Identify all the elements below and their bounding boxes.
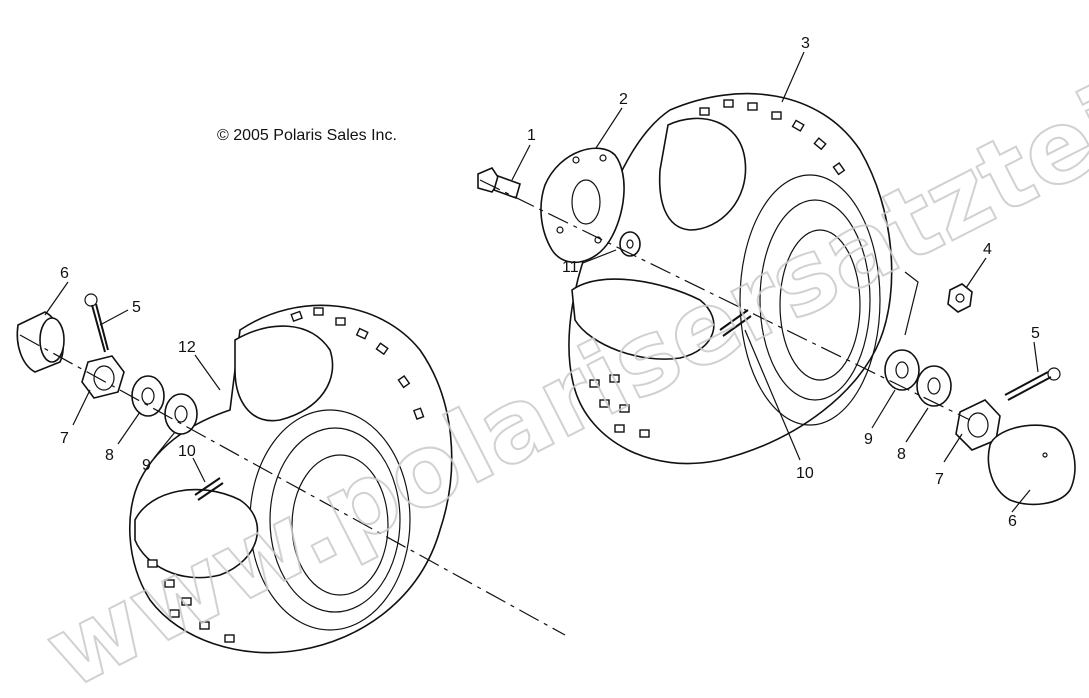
callout-left-8: 8 — [105, 447, 114, 464]
callout-right-7: 7 — [935, 471, 944, 488]
right-hub-flange — [540, 147, 625, 264]
callout-left-9: 9 — [142, 457, 151, 474]
copyright-notice: © 2005 Polaris Sales Inc. — [217, 127, 397, 144]
right-hub-cap — [987, 424, 1076, 506]
callout-leaders — [44, 51, 1039, 513]
right-tire — [568, 92, 893, 465]
callout-right-6: 6 — [1008, 513, 1017, 530]
callout-left-10: 10 — [178, 443, 196, 460]
callout-right-5: 5 — [1031, 325, 1040, 342]
right-cotter-pin — [1004, 367, 1061, 401]
left-washer-9 — [164, 393, 198, 435]
left-hub-cap — [16, 311, 65, 373]
callout-right-11: 11 — [562, 259, 579, 276]
right-valve-stem — [719, 309, 752, 337]
callout-right-10: 10 — [796, 465, 814, 482]
right-lug-nut — [947, 283, 973, 313]
left-tire — [128, 304, 453, 654]
right-small-washer — [619, 231, 641, 257]
left-valve-stem — [194, 477, 224, 501]
left-cotter-pin — [84, 293, 109, 353]
right-tread-blocks — [589, 99, 846, 438]
right-castle-nut — [955, 399, 1001, 451]
left-washer-8 — [131, 375, 165, 417]
left-tread-blocks — [147, 307, 425, 643]
callout-right-2: 2 — [619, 91, 628, 108]
right-washer-8 — [916, 365, 952, 407]
callout-left-7: 7 — [60, 430, 69, 447]
callout-right-3: 3 — [801, 35, 810, 52]
left-axle-centerline — [19, 334, 566, 636]
callout-right-1: 1 — [527, 127, 536, 144]
callout-left-5: 5 — [132, 299, 141, 316]
callout-right-8: 8 — [897, 446, 906, 463]
right-bolt — [477, 167, 521, 200]
callout-left-12: 12 — [178, 339, 196, 356]
right-nut-leader-bracket — [904, 271, 919, 336]
callout-left-6: 6 — [60, 265, 69, 282]
right-washer-9 — [884, 349, 920, 391]
right-axle-centerline — [479, 179, 971, 421]
callout-right-4: 4 — [983, 241, 992, 258]
callout-right-9: 9 — [864, 431, 873, 448]
left-castle-nut — [81, 355, 125, 399]
